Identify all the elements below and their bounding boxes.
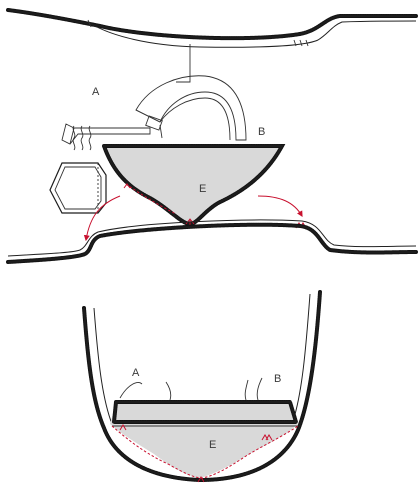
pad-e-top	[101, 144, 286, 227]
label-e-top: E	[199, 183, 206, 195]
red-stitch-marks	[119, 424, 273, 483]
lower-garment-edge	[6, 219, 418, 264]
label-b-top: B	[258, 126, 265, 138]
top-garment-edge	[6, 8, 418, 48]
label-a-bottom: A	[132, 367, 140, 379]
label-a-top: A	[92, 86, 100, 98]
press-tool	[61, 75, 247, 145]
bottom-garment	[82, 290, 322, 483]
label-b-bottom: B	[274, 373, 281, 385]
hanging-line	[176, 44, 191, 83]
folded-tab	[49, 162, 107, 214]
label-e-bottom: E	[209, 439, 216, 451]
steam-icon	[72, 125, 92, 151]
